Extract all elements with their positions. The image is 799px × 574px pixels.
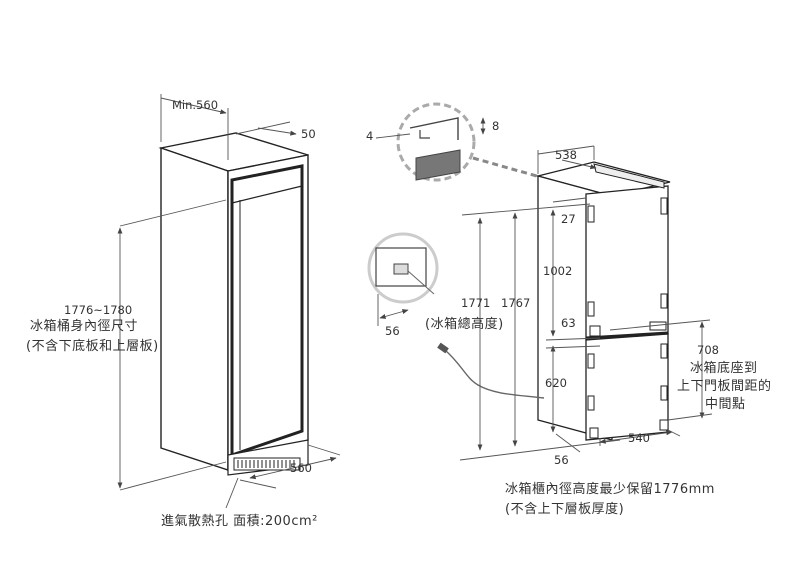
note-line-2: (不含上下層板厚度) [505,502,625,517]
cabinet-height-label: 1776~1780 [64,303,133,317]
fridge-depth-label: 538 [555,148,577,162]
cabinet-height-desc-1: 冰箱桶身內徑尺寸 [30,319,139,334]
plug-detail [367,232,439,326]
note-line-1: 冰箱櫃內徑高度最少保留1776mm [505,482,715,497]
fridge-width-label: 540 [628,431,650,445]
cabinet-height-desc-2: (不含下底板和上層板) [26,339,159,354]
cabinet-width-label: 560 [290,461,312,475]
gap-label: 50 [301,127,316,141]
hinge-desc-3: 中間點 [705,397,746,412]
cabinet-dimensions [117,94,341,509]
lower-door-label: 620 [545,376,567,390]
detail-right-label: 8 [492,119,500,133]
top-gap-label: 27 [561,212,576,226]
upper-door-label: 1002 [543,264,573,278]
hinge-desc-1: 冰箱底座到 [690,361,758,376]
detail-callout [375,102,566,186]
fridge-body [535,161,671,441]
vent-area-label: 進氣散熱孔 面積:200cm² [161,514,318,529]
plug-offset-label: 56 [385,324,400,338]
hinge-desc-2: 上下門板間距的 [677,379,772,394]
cabinet-niche [158,132,309,476]
fridge-bottom-label: 56 [554,453,569,467]
fridge-dimensions [459,145,713,461]
outer-height-label: 1767 [501,296,531,310]
total-height-label: 1771 [461,296,491,310]
hinge-distance-label: 708 [697,343,719,357]
power-cord [444,349,545,399]
fridge-hinges [587,197,669,439]
total-height-desc: (冰箱總高度) [425,317,504,332]
min-depth-label: Min.560 [172,98,219,112]
mid-gap-label: 63 [561,316,576,330]
detail-left-label: 4 [366,129,374,143]
